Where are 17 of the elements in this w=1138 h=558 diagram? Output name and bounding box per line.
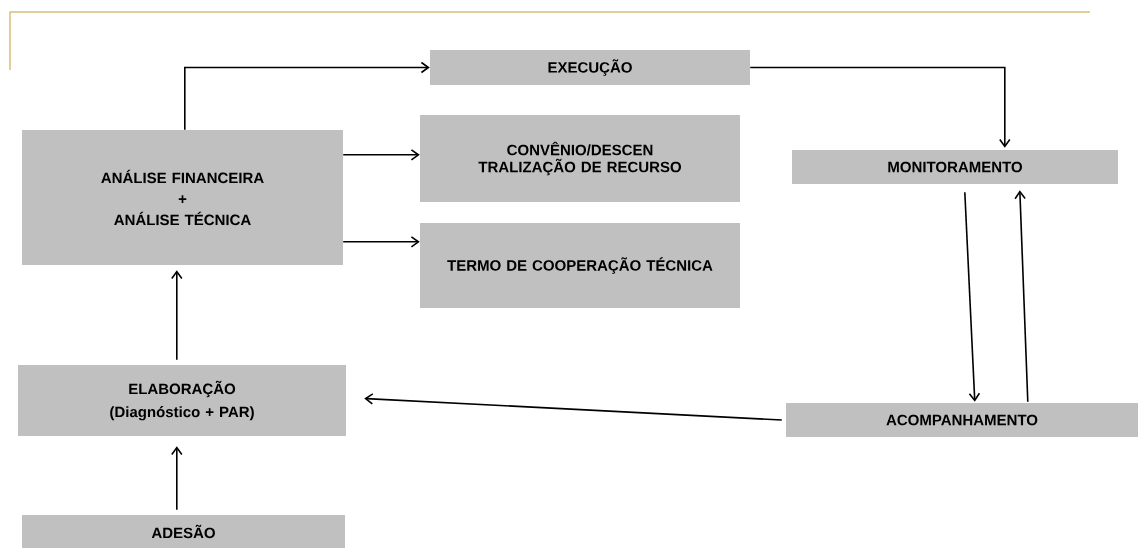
process-box: CONVÊNIO/DESCEN TRALIZAÇÃO DE RECURSO	[420, 115, 740, 202]
process-box: MONITORAMENTO	[792, 150, 1118, 184]
arrow	[184, 61, 430, 131]
process-box: ADESÃO	[22, 515, 345, 548]
arrow	[342, 236, 420, 248]
process-box: EXECUÇÃO	[430, 50, 750, 85]
arrow	[749, 66, 1011, 148]
arrow	[342, 149, 420, 161]
arrow	[1014, 190, 1029, 403]
arrow	[171, 446, 183, 511]
arrow	[364, 393, 783, 421]
process-box: ANÁLISE FINANCEIRA + ANÁLISE TÉCNICA	[22, 130, 343, 265]
process-box: ACOMPANHAMENTO	[786, 403, 1138, 437]
process-box: ELABORAÇÃO (Diagnóstico + PAR)	[18, 365, 346, 436]
arrow	[171, 270, 183, 361]
arrow	[964, 191, 981, 402]
process-box: TERMO DE COOPERAÇÃO TÉCNICA	[420, 223, 740, 308]
